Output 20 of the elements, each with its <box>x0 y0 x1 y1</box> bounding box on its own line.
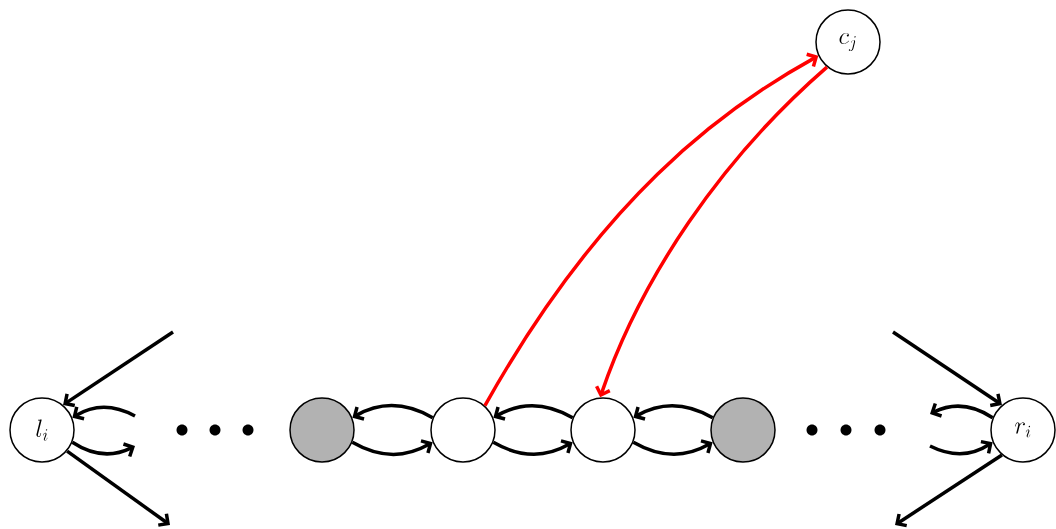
arrow <box>632 439 713 456</box>
state-circle <box>430 397 496 463</box>
arrow <box>493 404 574 421</box>
arrow <box>892 330 1002 408</box>
arrow <box>63 330 174 408</box>
arrow <box>633 404 714 421</box>
arrow <box>351 439 433 456</box>
arrow <box>71 440 135 457</box>
state-circle <box>570 397 636 463</box>
state-circle <box>710 397 776 463</box>
arrow <box>929 439 993 456</box>
arrow <box>492 439 573 456</box>
arrow <box>595 65 829 398</box>
arrow <box>66 449 170 527</box>
arrow <box>483 52 819 407</box>
state-circle <box>289 397 355 463</box>
arrow <box>930 402 994 420</box>
arrow <box>72 405 136 421</box>
arrow <box>895 453 1003 528</box>
arrow <box>352 404 434 421</box>
